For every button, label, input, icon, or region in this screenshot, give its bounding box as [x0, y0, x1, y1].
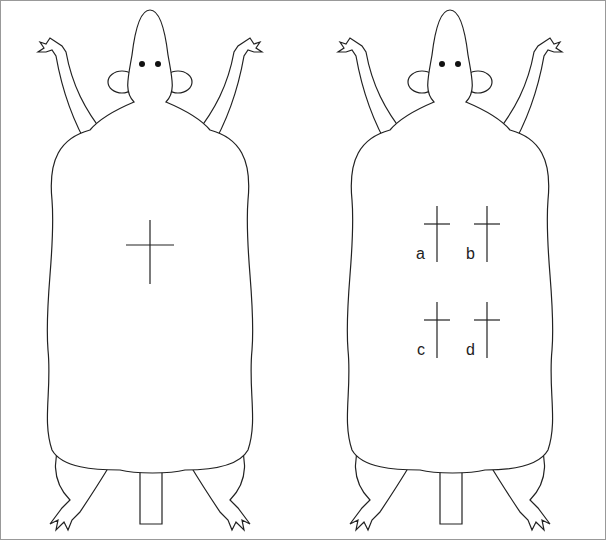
- incision-cross: [126, 220, 174, 284]
- rat-left: [38, 10, 262, 530]
- location-letter: d: [466, 342, 475, 358]
- location-letter: b: [466, 246, 475, 262]
- location-letter: c: [417, 342, 425, 358]
- location-letter: a: [416, 246, 425, 262]
- rat-right: [338, 10, 562, 530]
- injection-crosses: [424, 206, 500, 358]
